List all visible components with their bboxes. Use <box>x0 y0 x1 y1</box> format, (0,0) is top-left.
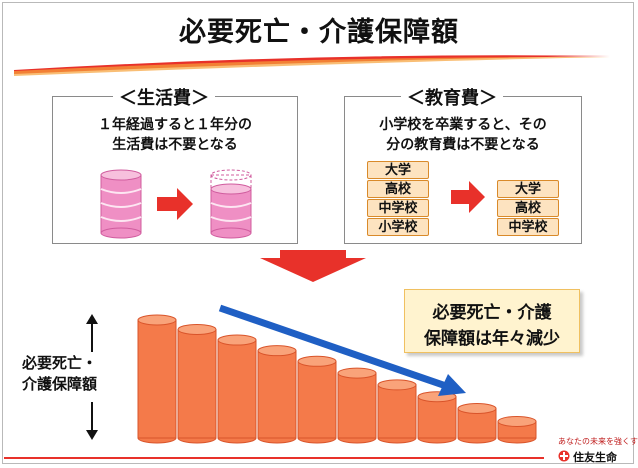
side-label-line2: 介護保障額 <box>22 375 98 393</box>
education-expense-box: ＜教育費＞ 小学校を卒業すると、その 分の教育費は不要となる 大学 高校 中学校… <box>344 84 582 244</box>
education-expense-line1: 小学校を卒業すると、その <box>379 117 547 133</box>
education-arrow-icon <box>451 181 485 213</box>
callout-line1: 必要死亡・介護 <box>432 303 552 323</box>
full-stack-icon <box>100 169 142 239</box>
cylinder-bar <box>177 323 217 444</box>
education-expense-label: ＜教育費＞ <box>401 84 503 110</box>
title-swoosh <box>14 55 610 76</box>
cylinder-bar <box>377 379 417 444</box>
callout-line2: 保障額は年々減少 <box>424 329 560 349</box>
school-before-elementary: 小学校 <box>367 218 429 236</box>
cylinder-bar <box>297 355 337 444</box>
school-after-highschool: 高校 <box>497 199 559 217</box>
cylinder-bar <box>417 391 457 444</box>
cylinder-bar <box>337 367 377 444</box>
decreasing-bars <box>137 314 537 444</box>
page-title: 必要死亡・介護保障額 <box>179 17 459 48</box>
brand-logo-icon <box>558 450 570 462</box>
cylinder-bar <box>457 403 497 444</box>
brand-name: 住友生命 <box>573 451 617 464</box>
school-before-highschool: 高校 <box>367 180 429 198</box>
living-expense-line2: 生活費は不要となる <box>112 137 238 153</box>
living-expense-line1: １年経過すると１年分の <box>98 117 252 133</box>
living-expense-box: ＜生活費＞ １年経過すると１年分の 生活費は不要となる <box>52 84 298 244</box>
cylinder-bar <box>257 345 297 444</box>
down-arrow-icon <box>260 250 366 282</box>
school-after-university: 大学 <box>497 180 559 198</box>
callout-box: 必要死亡・介護 保障額は年々減少 <box>404 289 580 353</box>
education-expense-line2: 分の教育費は不要となる <box>386 137 540 153</box>
living-arrow-icon <box>157 188 193 220</box>
reduced-stack-icon <box>210 169 252 239</box>
school-after-juniorhigh: 中学校 <box>497 218 559 236</box>
school-before-university: 大学 <box>367 161 429 179</box>
side-label-line1: 必要死亡・ <box>22 354 98 372</box>
living-expense-diagram <box>100 169 252 239</box>
footer-tagline: あなたの未来を強くする <box>558 437 638 446</box>
cylinder-bar <box>137 314 177 444</box>
living-expense-label: ＜生活費＞ <box>113 84 215 110</box>
cylinder-bar <box>497 415 537 444</box>
school-before-juniorhigh: 中学校 <box>367 199 429 217</box>
vertical-range-arrow-icon <box>86 314 98 440</box>
footer-line <box>4 457 544 459</box>
decrease-trend-arrow-icon <box>218 304 466 396</box>
cylinder-bar <box>217 334 257 444</box>
